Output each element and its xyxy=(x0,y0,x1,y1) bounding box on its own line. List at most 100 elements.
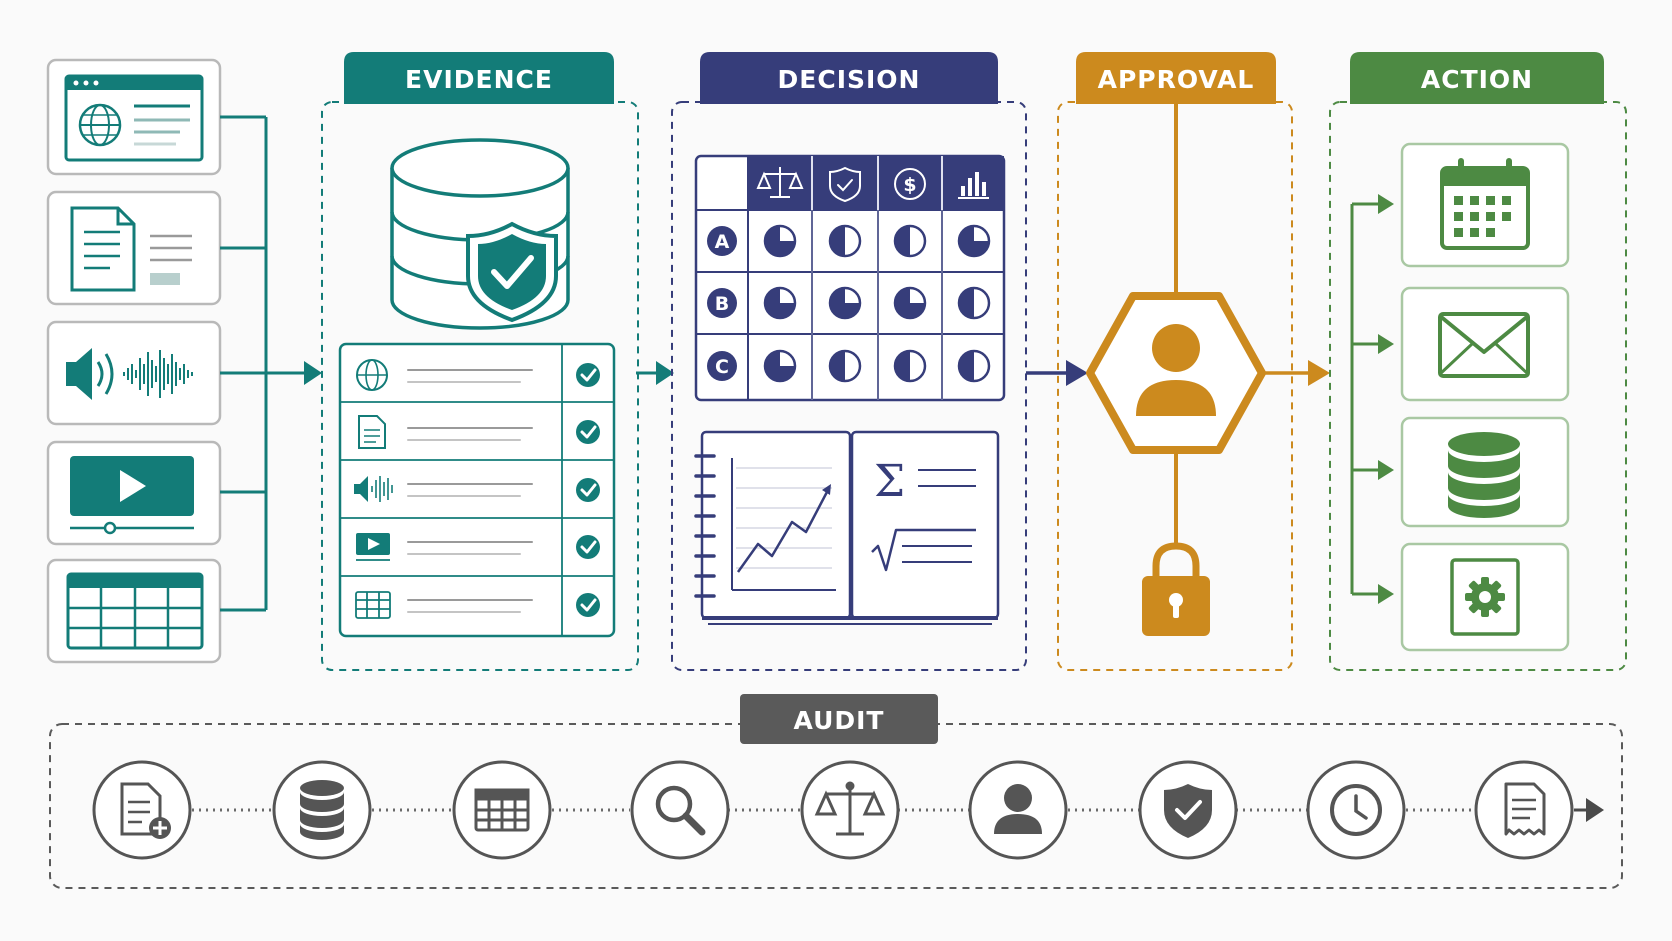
action-database xyxy=(1400,416,1570,528)
svg-text:B: B xyxy=(715,293,729,315)
web-page-icon xyxy=(64,74,204,162)
check-icon xyxy=(576,420,600,444)
svg-text:EVIDENCE: EVIDENCE xyxy=(405,65,553,94)
audio-icon xyxy=(66,348,193,400)
formula-icon: Σ xyxy=(871,456,976,572)
source-table xyxy=(46,558,222,664)
score-pie-a2 xyxy=(828,224,862,258)
decision-label: DECISION xyxy=(700,52,998,104)
decision-to-approval-arrow xyxy=(1026,360,1088,386)
database-icon xyxy=(300,780,344,840)
checklist-row-table xyxy=(355,591,600,619)
receipt-icon xyxy=(1504,782,1546,836)
table-icon xyxy=(355,591,391,619)
decision-matrix: $ A B C xyxy=(694,154,1006,402)
svg-text:C: C xyxy=(715,356,729,378)
dollar-icon: $ xyxy=(894,168,926,200)
audit-step-approve xyxy=(968,760,1068,860)
table-icon xyxy=(474,788,530,832)
document-icon xyxy=(358,415,386,449)
source-connectors xyxy=(220,115,322,612)
checklist-row-video xyxy=(356,533,600,561)
approval-stage: APPROVAL xyxy=(1057,52,1330,671)
checklist-row-audio xyxy=(354,476,600,502)
lock-icon xyxy=(1142,542,1210,636)
score-pie-b1 xyxy=(763,286,797,320)
action-stage: ACTION xyxy=(1329,52,1627,671)
video-icon xyxy=(356,533,390,561)
check-icon xyxy=(576,363,600,387)
audio-icon xyxy=(354,476,393,502)
score-pie-c3 xyxy=(893,349,927,383)
audit-stage: AUDIT xyxy=(49,694,1623,889)
analysis-notebook-icon: Σ xyxy=(694,430,1000,625)
approval-label: APPROVAL xyxy=(1076,52,1276,104)
svg-text:APPROVAL: APPROVAL xyxy=(1098,65,1255,94)
source-inputs xyxy=(46,58,222,664)
svg-text:Σ: Σ xyxy=(874,456,905,507)
scales-icon xyxy=(814,781,886,836)
action-connectors xyxy=(1350,194,1394,604)
svg-text:ACTION: ACTION xyxy=(1421,65,1533,94)
approver-icon xyxy=(1086,292,1266,454)
score-pie-a1 xyxy=(763,224,797,258)
score-pie-a3 xyxy=(893,224,927,258)
clock-icon xyxy=(1330,784,1382,836)
svg-text:A: A xyxy=(715,231,730,253)
check-icon xyxy=(576,478,600,502)
source-video xyxy=(46,440,222,546)
bar-chart-icon xyxy=(958,172,989,199)
action-email xyxy=(1400,286,1570,402)
search-icon xyxy=(655,785,706,836)
score-pie-c2 xyxy=(828,349,862,383)
scales-icon xyxy=(756,167,804,198)
document-add-icon xyxy=(120,782,171,839)
check-icon xyxy=(576,535,600,559)
evidence-checklist xyxy=(338,342,616,638)
score-pie-b4 xyxy=(957,286,991,320)
source-web xyxy=(46,58,222,176)
document-icon xyxy=(70,206,192,292)
checklist-row-web xyxy=(356,359,600,391)
score-pie-b3 xyxy=(893,286,927,320)
database-icon xyxy=(1448,432,1520,518)
row-label-a: A xyxy=(707,226,737,256)
row-label-c: C xyxy=(707,351,737,381)
audit-label: AUDIT xyxy=(740,694,938,744)
evidence-to-decision-arrow xyxy=(636,361,674,385)
score-pie-a4 xyxy=(957,224,991,258)
evidence-stage: EVIDENCE xyxy=(321,52,639,671)
source-audio xyxy=(46,320,222,426)
shield-check-icon xyxy=(829,166,861,203)
source-document xyxy=(46,190,222,306)
audit-step-review xyxy=(630,760,730,860)
audit-step-create xyxy=(92,760,192,860)
settings-icon xyxy=(1450,558,1520,636)
score-pie-b2 xyxy=(828,286,862,320)
svg-text:$: $ xyxy=(903,174,916,196)
table-icon xyxy=(66,572,204,650)
audit-step-record xyxy=(1474,760,1574,860)
line-chart-icon xyxy=(731,458,836,591)
shield-check-icon xyxy=(1164,784,1212,838)
audit-step-timestamp xyxy=(1306,760,1406,860)
email-icon xyxy=(1438,312,1530,378)
globe-icon xyxy=(356,359,388,391)
approval-to-action-arrow xyxy=(1262,360,1330,386)
svg-text:AUDIT: AUDIT xyxy=(794,706,885,735)
audit-step-store xyxy=(272,760,372,860)
user-icon xyxy=(994,784,1042,834)
action-automation xyxy=(1400,542,1570,652)
audit-step-evaluate xyxy=(800,760,900,860)
secure-database-icon xyxy=(390,138,570,330)
checklist-row-document xyxy=(358,415,600,449)
row-label-b: B xyxy=(707,288,737,318)
score-pie-c1 xyxy=(763,349,797,383)
check-icon xyxy=(576,593,600,617)
calendar-icon xyxy=(1440,158,1530,250)
action-calendar xyxy=(1400,142,1570,268)
decision-stage: DECISION xyxy=(671,52,1027,671)
svg-text:DECISION: DECISION xyxy=(778,65,921,94)
audit-step-verify xyxy=(1138,760,1238,860)
